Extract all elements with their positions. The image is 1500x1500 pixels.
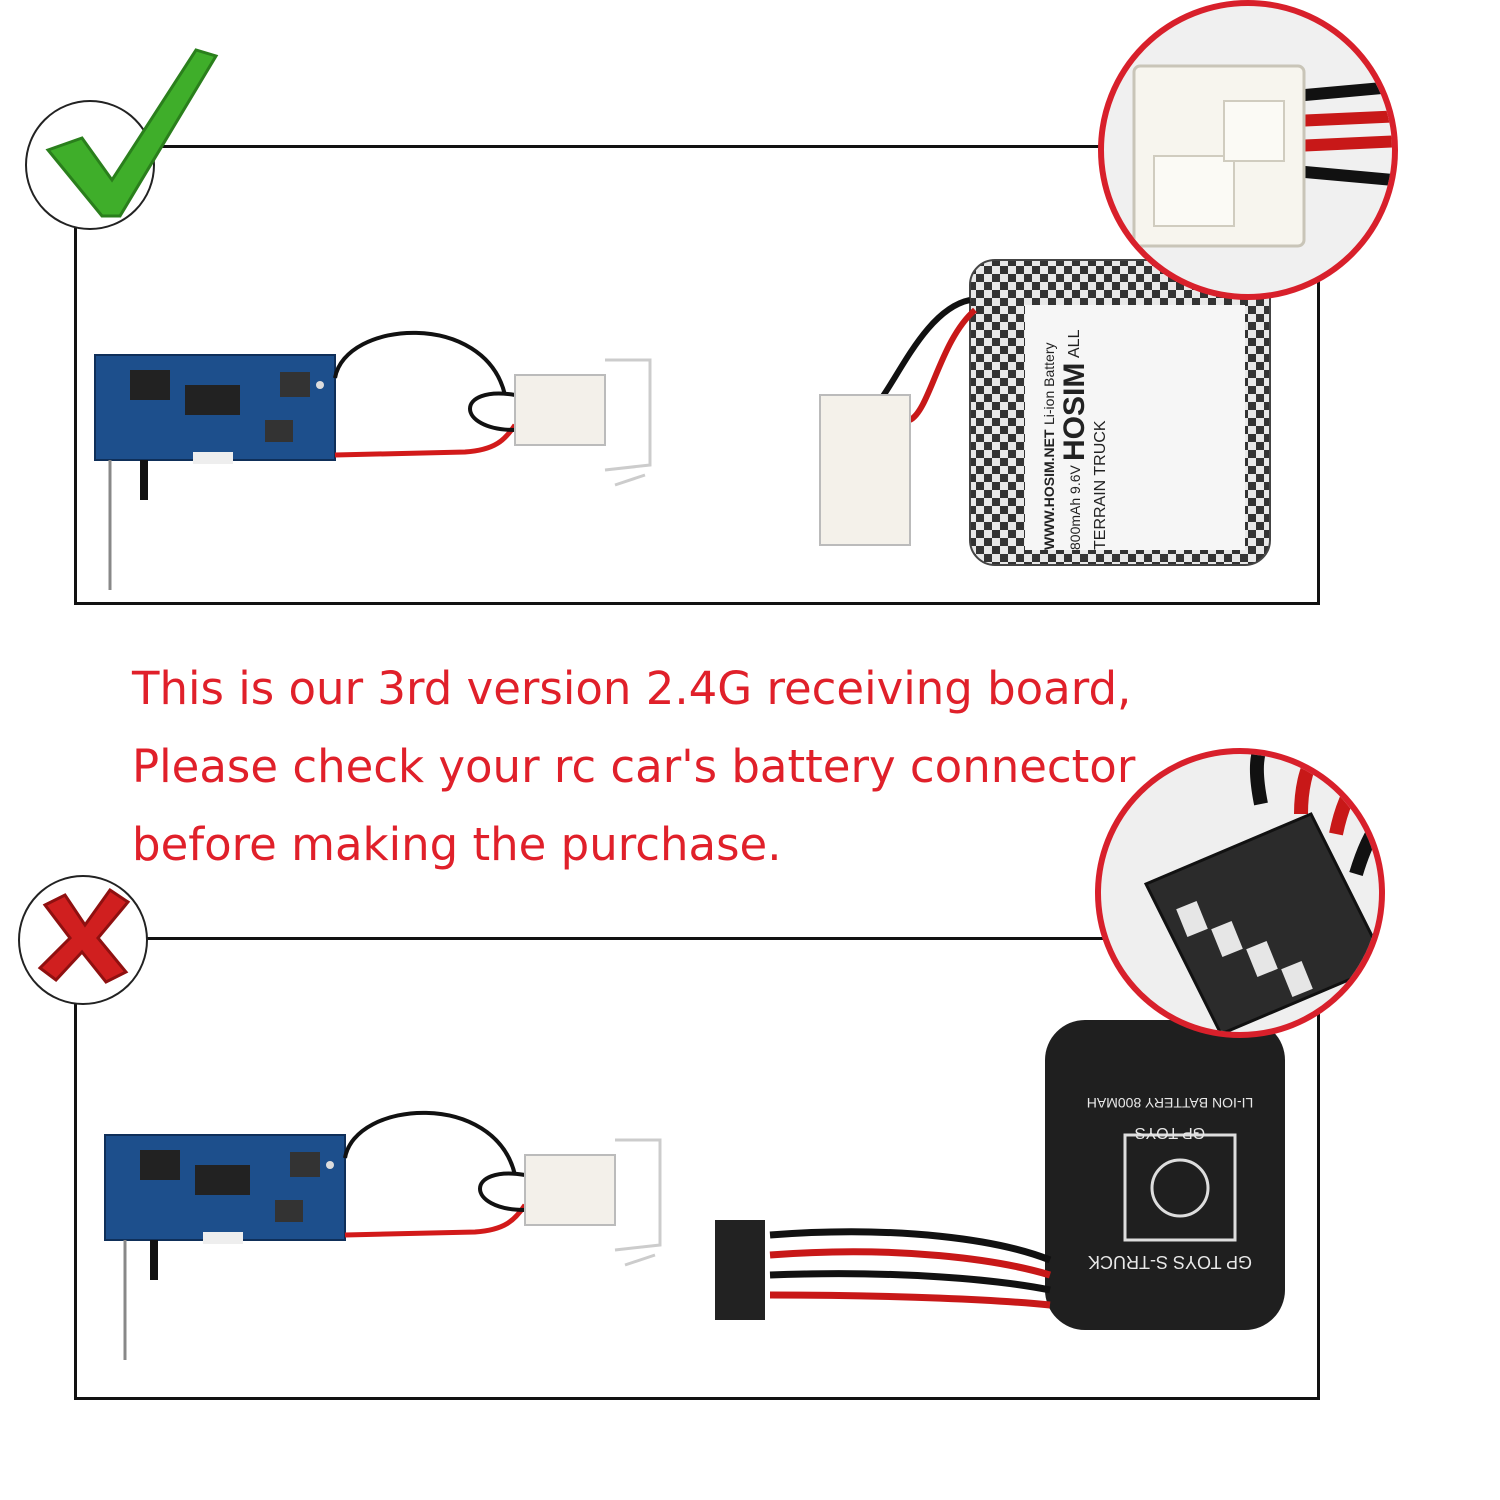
battery-top-line-c: WWW.HOSIM.NET xyxy=(1041,429,1057,550)
receiver-board-bottom xyxy=(104,1110,662,1360)
battery-bottom-label: GP TOYS S-TRUCK GP TOYS LI-ION BATTERY 8… xyxy=(1060,1080,1280,1280)
battery-bottom-line-c: LI-ION BATTERY 800MAH xyxy=(1086,1095,1254,1111)
cross-mark-icon xyxy=(37,887,131,984)
receiver-board-top xyxy=(94,330,652,590)
battery-top-image xyxy=(819,259,1271,566)
battery-bottom-line-b: GP TOYS xyxy=(1134,1124,1206,1141)
battery-bottom-image xyxy=(715,1020,1285,1330)
wrong-connector-zoom xyxy=(1095,748,1385,1038)
compatibility-message: This is our 3rd version 2.4G receiving b… xyxy=(132,650,1212,884)
message-line-3: before making the purchase. xyxy=(132,818,782,871)
battery-top-brand: HOSIM xyxy=(1058,362,1091,461)
battery-top-label: WWW.HOSIM.NET Li-ion Battery 800mAh 9.6V… xyxy=(1040,320,1230,550)
correct-connector-zoom xyxy=(1098,0,1398,300)
message-line-1: This is our 3rd version 2.4G receiving b… xyxy=(132,662,1132,715)
message-line-2: Please check your rc car's battery conne… xyxy=(132,740,1136,793)
check-mark-icon xyxy=(45,48,219,218)
battery-bottom-line-a: GP TOYS S-TRUCK xyxy=(1087,1252,1253,1272)
